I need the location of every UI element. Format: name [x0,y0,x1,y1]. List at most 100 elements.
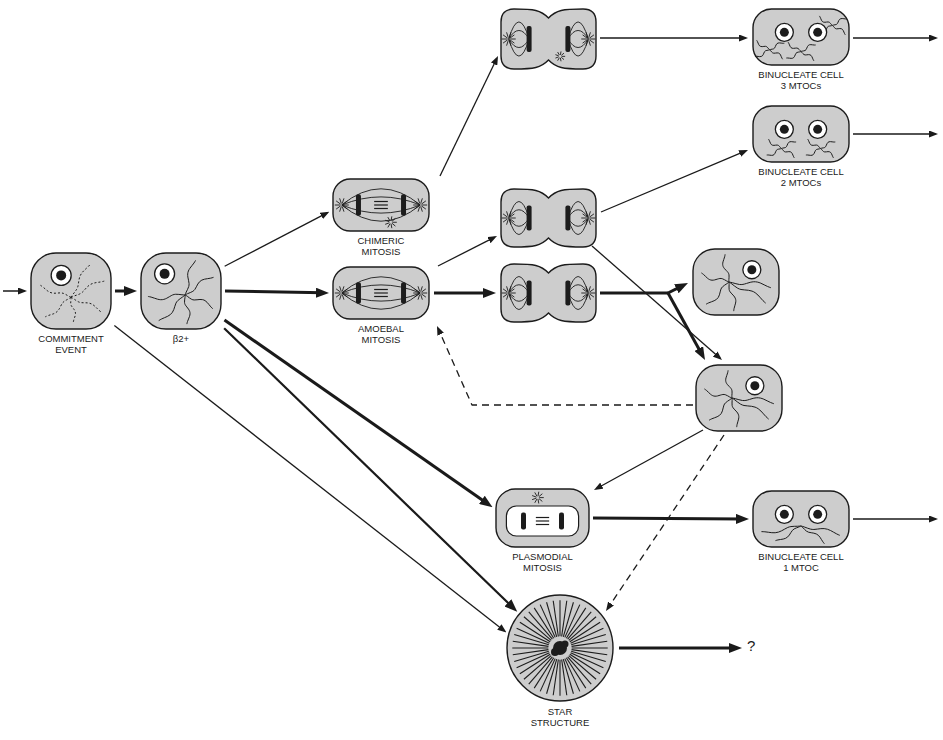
aster-ray [510,40,514,43]
star-ray [514,651,549,661]
microtubule [806,149,821,156]
aster-ray [586,211,588,216]
nucleolus [780,125,789,134]
star-ray [571,628,604,643]
aster-ray [415,294,419,297]
chromosomes [401,282,406,304]
aster-ray [583,40,587,43]
nucleolus [813,28,822,37]
cell-label: STAR STRUCTURE [525,707,595,729]
spindle-fibre [509,277,529,294]
spindle-fibre [342,277,420,293]
star-ray [565,659,580,692]
microtubule [40,285,71,297]
aster-ray [343,289,347,292]
cell-outline [496,489,589,547]
cell-node: BINUCLEATE CELL 3 MTOCs [752,8,850,92]
aster-ray [589,32,591,37]
nucleus [775,120,793,138]
spindle-fibre [509,218,529,235]
aster-ray [340,198,342,203]
chromosomes [565,280,570,305]
chromosomes [559,513,564,530]
aster-ray [538,492,540,496]
chromosomes [527,280,532,305]
pathway-arrow [601,151,746,212]
star-ray [569,617,596,641]
cell-outline [501,189,596,247]
microtubule [71,297,76,322]
spindle-fibre [509,39,529,56]
aster-ray [392,218,395,221]
star-ray [553,601,558,637]
star-ray [547,659,557,694]
aster-ray [589,294,593,297]
microtubule [801,45,816,52]
star-ray [563,602,573,637]
spindle-fibre [568,218,588,226]
aster-ray [590,218,596,219]
cell-drawing [752,105,850,163]
star-ray [524,656,551,680]
drawing-g [31,253,111,329]
midzone [374,204,388,205]
star-ray [547,602,557,637]
microtubule [755,50,770,57]
aster-ray [583,294,587,297]
cell-drawing [140,252,222,330]
aster-ray [535,492,537,496]
aster-ray [586,294,588,299]
spindle-fibre [509,39,529,48]
aster-ray [589,35,593,38]
pathway-arrow [225,291,323,293]
cell-node: β2+ [140,252,222,345]
cell-outline [753,106,849,162]
aster-ray [539,497,544,498]
pathway-arrow [438,328,693,405]
nucleus [51,265,71,285]
star-ray [562,660,567,696]
microtubule [821,142,836,149]
cell-drawing [501,189,596,247]
cell-node: BINUCLEATE CELL 1 MTOC [752,490,850,574]
aster-ray [535,499,537,503]
midzone [536,524,549,525]
aster-ray [421,198,423,203]
aster-ray [510,293,515,294]
aster-ray [340,294,342,299]
star-ray [529,612,553,639]
spindle-fibre [568,39,588,48]
aster-ray [589,211,591,216]
cell-label: BINUCLEATE CELL 2 MTOCs [756,167,846,189]
aster-ray [388,217,390,221]
spindle-fibre [509,22,529,39]
cell-outline [501,264,596,322]
aster-ray [560,58,562,61]
aster-ray [388,224,390,228]
aster-ray [421,289,425,292]
midzone [374,208,388,209]
microtubule [185,295,213,309]
nucleus [775,23,793,41]
cell-label: AMOEBAL MITOSIS [346,324,416,346]
aster-ray [509,211,511,216]
nucleus [746,377,764,395]
microtubule [770,50,783,59]
microtubule [757,40,770,49]
aster-ray [507,286,509,291]
aster-ray [510,35,514,38]
nucleus [809,505,827,523]
chromosomes [565,26,570,52]
drawing-g [507,595,613,701]
spindle-fibre [509,202,529,219]
midzone [536,520,549,521]
pathway-arrow [225,213,327,266]
cell-outline [753,9,849,65]
spindle-fibre [509,293,529,301]
drawing-g [333,267,429,319]
aster-ray [562,56,566,57]
nucleolus [813,125,822,134]
microtubule [832,25,845,34]
microtubule [709,398,732,420]
